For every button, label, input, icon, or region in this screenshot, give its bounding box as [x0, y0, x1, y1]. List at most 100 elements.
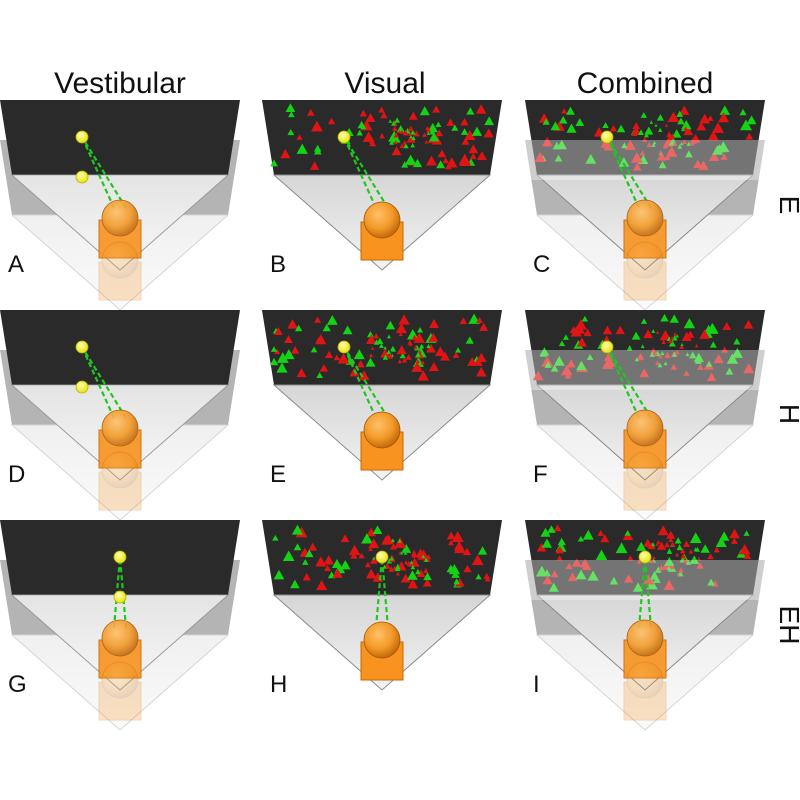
motion-dot	[276, 352, 289, 363]
motion-dot	[697, 364, 704, 370]
motion-dot	[428, 332, 439, 342]
motion-dot	[693, 159, 703, 169]
motion-dot	[294, 324, 303, 332]
motion-dot	[585, 154, 597, 164]
motion-dot	[683, 126, 689, 132]
motion-dot	[471, 126, 483, 136]
motion-dot	[647, 542, 653, 548]
fixation-target	[75, 340, 89, 354]
motion-dot	[426, 343, 431, 349]
motion-dot	[600, 534, 610, 543]
motion-dot	[397, 538, 402, 543]
motion-dot	[423, 572, 432, 581]
motion-dot	[649, 120, 654, 124]
fixation-target	[638, 550, 652, 564]
motion-dot	[446, 118, 455, 126]
motion-dot	[391, 120, 396, 126]
motion-dot	[406, 134, 416, 143]
motion-dot	[685, 352, 690, 357]
motion-dot	[467, 356, 478, 366]
motion-dot	[680, 343, 684, 347]
motion-dot	[407, 578, 419, 589]
gaze-line	[606, 346, 652, 419]
observer-head	[626, 199, 664, 237]
motion-dot	[460, 117, 469, 126]
observer	[623, 409, 667, 469]
motion-dot	[644, 126, 654, 135]
panel-2-2	[525, 520, 765, 731]
motion-dot	[652, 555, 656, 560]
motion-dot	[550, 570, 559, 578]
motion-dot	[399, 352, 406, 359]
column-title-combined: Combined	[577, 67, 714, 100]
fixation-target	[337, 130, 351, 144]
motion-dot	[621, 142, 628, 149]
motion-dot	[673, 141, 678, 146]
motion-dot	[435, 129, 443, 137]
motion-dot	[707, 130, 719, 141]
motion-dot	[393, 132, 399, 138]
gaze-lines	[637, 556, 653, 629]
motion-dot	[636, 541, 647, 551]
observer-head	[101, 241, 139, 279]
motion-dot	[663, 361, 668, 366]
motion-dot	[652, 350, 658, 356]
motion-dot	[369, 556, 378, 564]
motion-dot	[745, 132, 754, 140]
motion-dot	[586, 354, 594, 360]
motion-dot	[287, 319, 297, 328]
motion-dot	[624, 139, 636, 150]
motion-dot	[706, 323, 719, 334]
motion-dot	[667, 111, 680, 123]
motion-dot	[403, 551, 408, 555]
motion-dot	[288, 111, 295, 118]
gaze-lines	[80, 136, 127, 209]
motion-dot	[364, 561, 371, 568]
motion-dot	[658, 564, 665, 571]
motion-dot	[356, 129, 363, 136]
motion-dot	[332, 568, 343, 578]
motion-dot	[623, 574, 634, 583]
gaze-line	[374, 556, 384, 629]
gaze-line	[606, 136, 652, 209]
motion-dot	[609, 576, 619, 585]
motion-dot	[534, 151, 546, 163]
motion-dot	[636, 559, 642, 564]
motion-dot	[693, 352, 704, 363]
motion-dot	[389, 139, 394, 145]
motion-dot	[558, 115, 568, 124]
gaze-line	[342, 346, 378, 419]
motion-dot	[410, 129, 416, 135]
motion-dot	[471, 554, 484, 566]
motion-dot	[713, 354, 724, 364]
gaze-line	[343, 346, 389, 419]
observer-head	[363, 411, 401, 449]
motion-dot	[658, 161, 667, 169]
motion-dot	[452, 351, 460, 358]
motion-dot	[690, 141, 695, 146]
motion-dot	[679, 344, 685, 349]
motion-dot	[541, 356, 554, 367]
motion-dot	[743, 530, 750, 536]
motion-dot	[417, 370, 429, 381]
motion-dot	[664, 123, 669, 127]
motion-dot	[646, 141, 652, 148]
motion-dot	[282, 550, 295, 562]
motion-dot	[681, 119, 692, 130]
motion-dot	[597, 529, 604, 536]
motion-dot	[654, 123, 658, 127]
motion-dot	[434, 346, 446, 357]
observer-head	[101, 409, 139, 447]
motion-dot	[411, 334, 418, 341]
motion-dot	[681, 127, 685, 132]
motion-dot	[542, 575, 553, 585]
motion-dot	[700, 544, 710, 553]
motion-dot	[372, 556, 376, 560]
motion-dot	[556, 546, 565, 554]
motion-dot	[676, 572, 680, 576]
observer-head	[626, 451, 664, 489]
motion-dot	[409, 557, 420, 567]
fixation-target	[375, 550, 389, 564]
motion-dot	[680, 553, 686, 559]
motion-dot	[570, 326, 583, 337]
